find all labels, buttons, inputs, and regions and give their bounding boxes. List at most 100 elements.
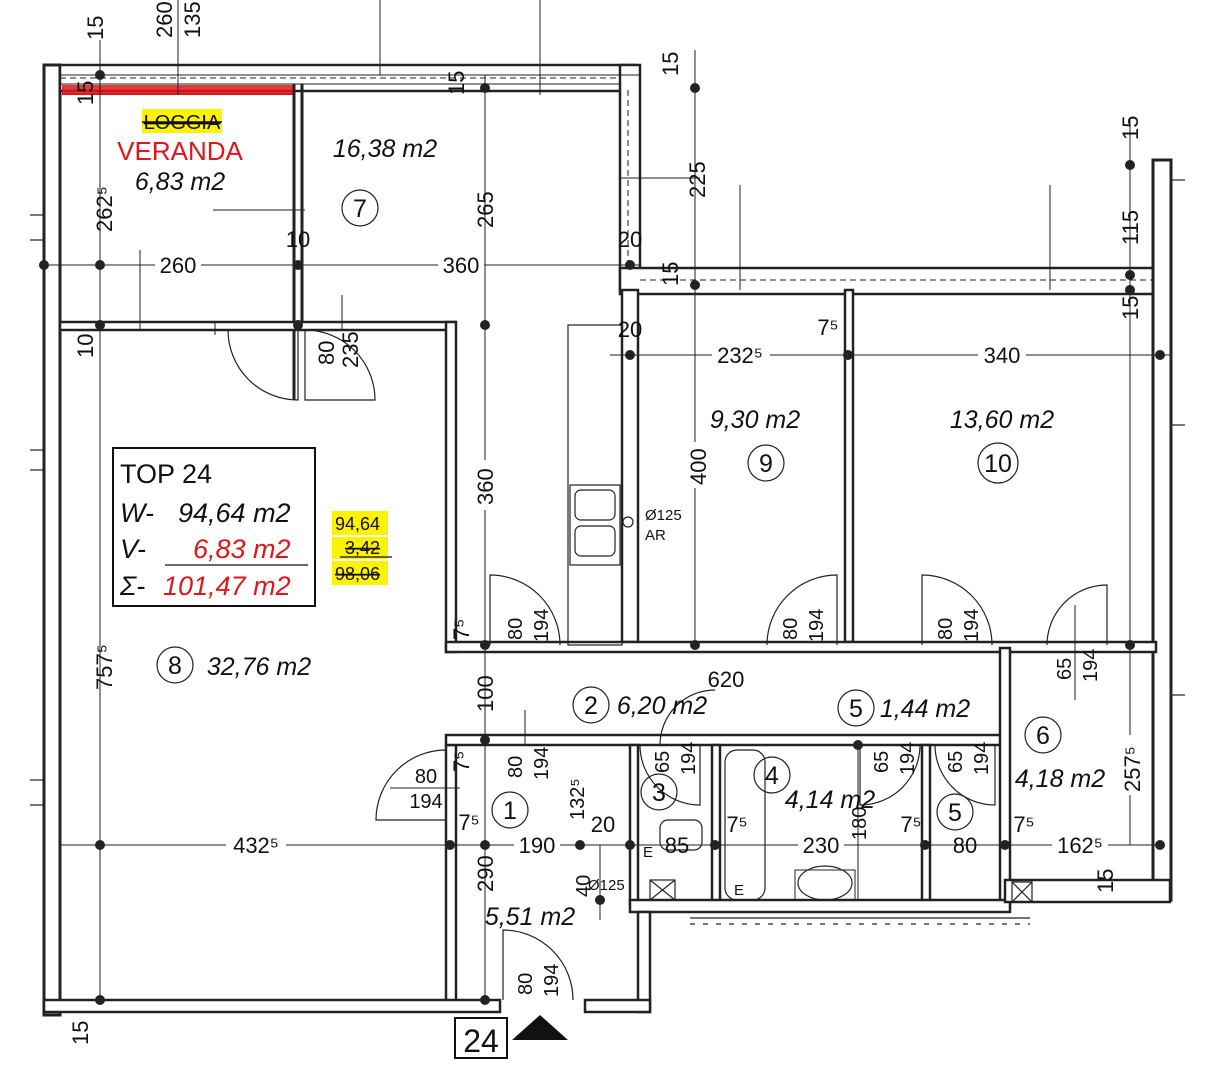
dim-left-757: 757⁵	[92, 644, 117, 690]
v-label: V-	[120, 534, 146, 564]
dim-top-260: 260	[152, 1, 177, 38]
dim-top-15: 15	[83, 16, 108, 40]
room-1-number: 1	[503, 797, 517, 825]
door-9-80: 80	[780, 618, 802, 640]
room-9-number: 9	[759, 450, 773, 478]
door-7-80: 80	[314, 341, 339, 365]
door-2-80: 80	[505, 618, 527, 640]
dim-v-132: 132⁵	[567, 778, 589, 820]
dimension-texts: 260 135 15 15 262⁵ 10 757⁵ 15 260 260 36…	[68, 1, 1145, 1045]
dim-h-80: 80	[953, 833, 977, 858]
note-w: 94,64	[335, 514, 380, 534]
room-5a-number: 5	[849, 695, 863, 723]
dim-v-180: 180	[849, 807, 871, 840]
entrance-arrow-icon	[512, 1015, 568, 1040]
w-label: W-	[120, 498, 154, 528]
door-8-80: 80	[415, 766, 437, 788]
door-7-235: 235	[338, 331, 363, 368]
dim-v-15-r3: 15	[1118, 296, 1143, 320]
dim-top-135: 135	[180, 1, 205, 38]
door-5b-65: 65	[945, 751, 967, 773]
dim-h-7-5d: 7⁵	[458, 810, 479, 835]
note-sum: 98,06	[335, 564, 380, 584]
dim-h-7-5e: 7⁵	[726, 812, 747, 837]
door-10-80: 80	[935, 618, 957, 640]
dim-h-20b: 20	[618, 317, 642, 342]
room-7-number: 7	[353, 195, 367, 223]
loggia-highlight	[142, 109, 222, 133]
door-8-194: 194	[409, 791, 442, 813]
door-3-194: 194	[678, 742, 700, 775]
room-5a-area: 1,44 m2	[880, 695, 970, 723]
room-4-area: 4,14 m2	[785, 786, 875, 814]
dim-v-257: 257⁵	[1120, 746, 1145, 792]
room-2-area: 6,20 m2	[617, 692, 707, 720]
room-8-number: 8	[168, 652, 182, 680]
room-areas: 16,38 m2 32,76 m2 9,30 m2 13,60 m2 6,20 …	[207, 135, 1105, 931]
door-5-194: 194	[897, 742, 919, 775]
room-2-number: 2	[584, 692, 598, 720]
room-8-area: 32,76 m2	[207, 653, 311, 681]
loggia-label-struck: LOGGIA	[144, 112, 221, 134]
dim-v-15-r2: 15	[1118, 116, 1143, 140]
door-6-65: 65	[1054, 658, 1076, 680]
room-6-area: 4,18 m2	[1015, 765, 1105, 793]
dim-left-15a: 15	[73, 81, 98, 105]
e-marker-2: E	[734, 882, 744, 899]
dim-left-10: 10	[73, 334, 98, 358]
room-7-area: 16,38 m2	[333, 135, 437, 163]
dim-v-40: 40	[573, 875, 595, 897]
room-4-number: 4	[765, 762, 779, 790]
sum-label: Σ-	[119, 571, 145, 601]
dim-h-230: 230	[803, 833, 840, 858]
dim-v-15-logg: 15	[444, 71, 469, 95]
dim-h-20a: 20	[618, 227, 642, 252]
door-2-194: 194	[531, 609, 553, 642]
room-10-number: 10	[984, 450, 1012, 478]
e-marker-1: E	[643, 844, 653, 861]
dim-v-100: 100	[473, 675, 498, 712]
unit-summary-box: TOP 24 W- 94,64 m2 V- 6,83 m2 Σ- 101,47 …	[112, 447, 316, 607]
dim-h-232: 232⁵	[717, 343, 763, 368]
room-3-number: 3	[652, 779, 666, 807]
dim-h-10: 10	[286, 227, 310, 252]
dim-v-265: 265	[473, 191, 498, 228]
area-note: 94,64 3,42 98,06	[332, 511, 392, 585]
dim-v-360: 360	[473, 468, 498, 505]
dim-h-360: 360	[443, 253, 480, 278]
room-6-number: 6	[1036, 722, 1050, 750]
room-5b-number: 5	[948, 799, 962, 827]
dim-h-85: 85	[665, 833, 689, 858]
w-value: 94,64 m2	[178, 498, 291, 528]
door-5b-194: 194	[971, 742, 993, 775]
dim-v-7-5c: 7⁵	[449, 751, 474, 772]
veranda-label: VERANDA	[117, 136, 243, 166]
door-number: 24	[463, 1023, 499, 1059]
room-1-area: 5,51 m2	[485, 903, 575, 931]
note-v: 3,42	[345, 538, 380, 558]
dim-h-432: 432⁵	[233, 833, 279, 858]
dimension-dots	[39, 70, 1165, 1005]
sum-value: 101,47 m2	[163, 571, 291, 601]
room-markers: 7 8 9 10 2 5 6 1 3 4 5	[156, 189, 1062, 831]
dim-h-190: 190	[519, 833, 556, 858]
unit-label: TOP 24	[120, 459, 212, 489]
door-number-box	[454, 1017, 508, 1059]
dim-h-162: 162⁵	[1057, 833, 1103, 858]
v-value: 6,83 m2	[193, 534, 291, 564]
dim-v-225: 225	[685, 161, 710, 198]
dim-v-115: 115	[1118, 210, 1143, 245]
dim-v-15-low: 15	[1093, 869, 1118, 893]
dim-h-620: 620	[708, 667, 745, 692]
door-swings	[227, 329, 1108, 1001]
dim-v-400: 400	[686, 448, 711, 485]
dim-v-290: 290	[473, 855, 498, 892]
door-3-65: 65	[652, 751, 674, 773]
door-entry-80: 80	[515, 973, 537, 995]
door-1-194: 194	[531, 747, 553, 780]
veranda-area: 6,83 m2	[135, 168, 225, 196]
door-9-194: 194	[806, 609, 828, 642]
dim-h-7-5g: 7⁵	[1013, 812, 1034, 837]
door-10-194: 194	[961, 609, 983, 642]
dim-h-340: 340	[984, 343, 1021, 368]
